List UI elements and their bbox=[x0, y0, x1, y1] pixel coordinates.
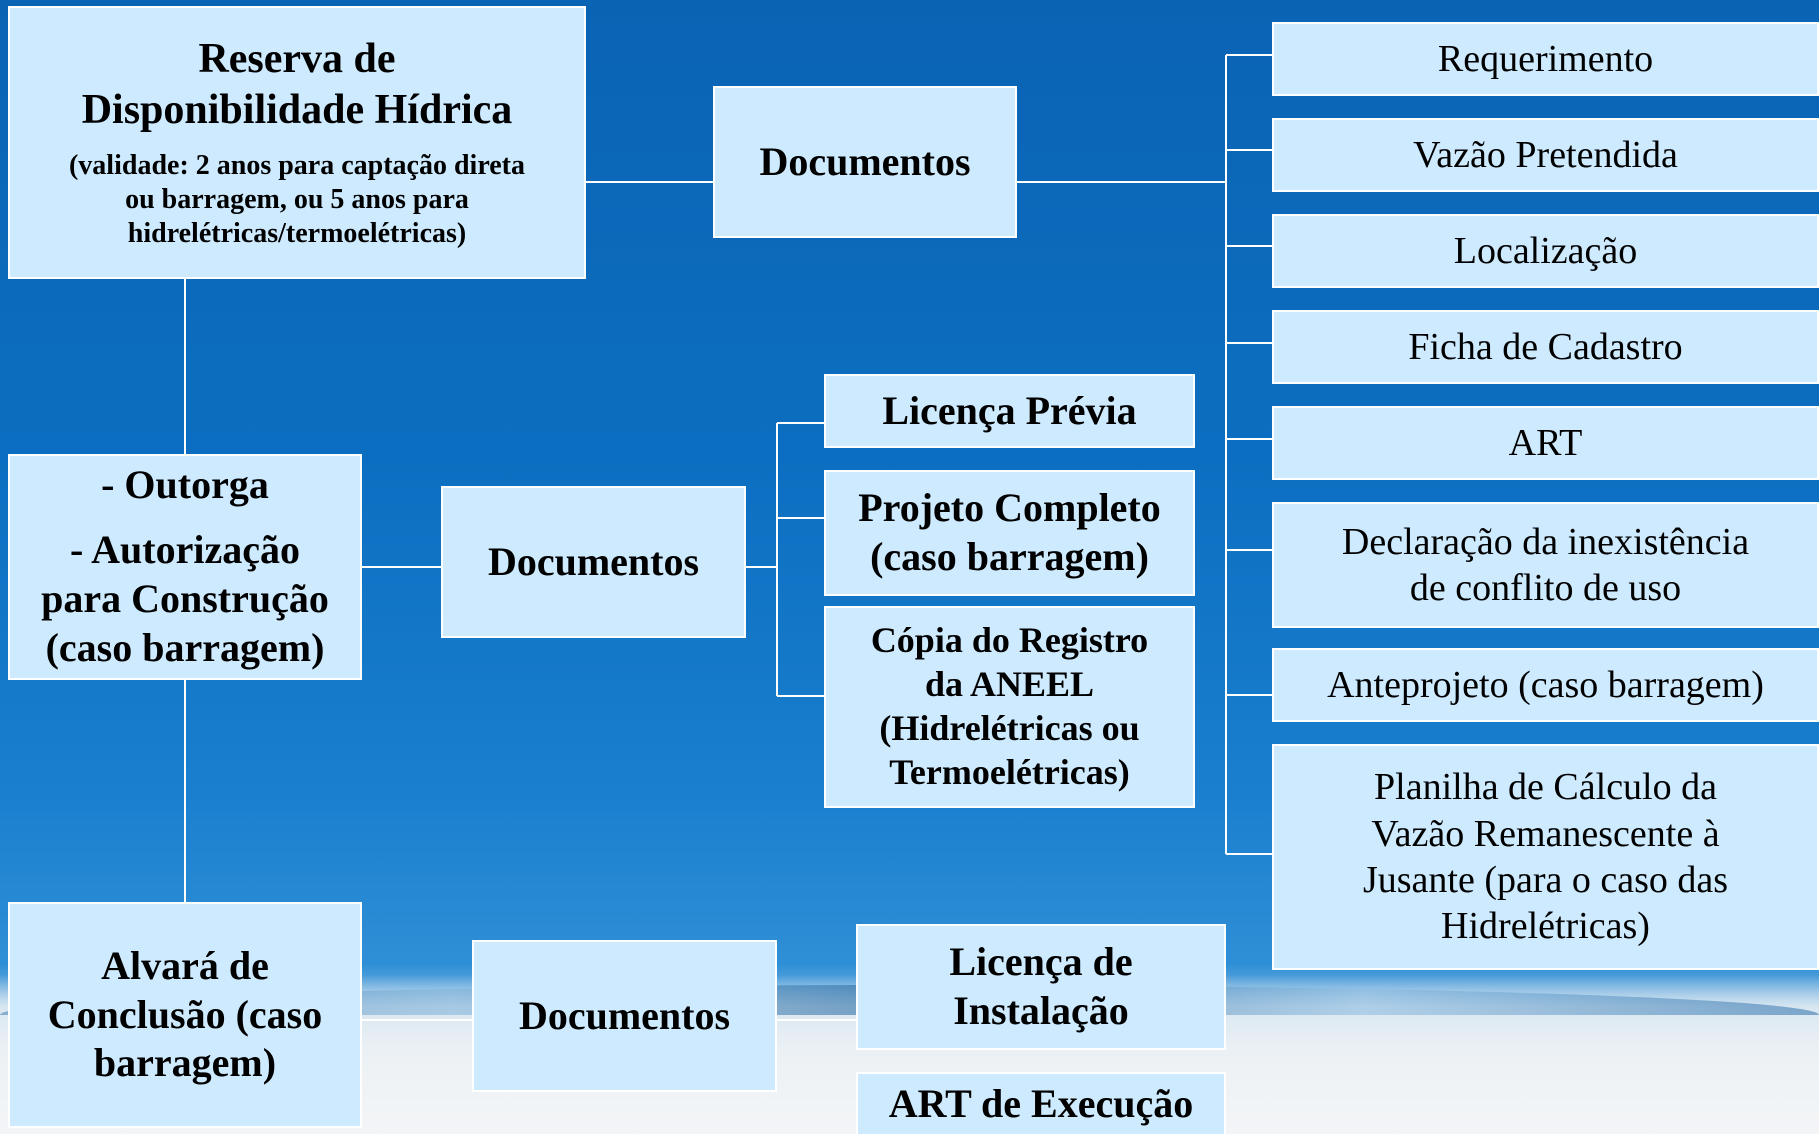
doc-anteprojeto: Anteprojeto (caso barragem) bbox=[1272, 648, 1819, 722]
outorga-line1: - Outorga bbox=[101, 462, 269, 508]
documents-top-label: Documentos bbox=[759, 138, 971, 184]
doc-localizacao-label: Localização bbox=[1453, 229, 1638, 272]
doc-declaracao-line2: de conflito de uso bbox=[1409, 567, 1682, 609]
doc-licenca-previa-label: Licença Prévia bbox=[882, 387, 1137, 433]
reserva-disponibilidade-box: Reserva de Disponibilidade Hídrica (vali… bbox=[8, 6, 586, 279]
doc-art: ART bbox=[1272, 406, 1819, 480]
doc-art-execucao-label: ART de Execução bbox=[888, 1080, 1194, 1126]
reserva-title-line1: Reserva de bbox=[198, 36, 396, 83]
doc-art-label: ART bbox=[1508, 421, 1583, 464]
doc-copia-line1: Cópia do Registro bbox=[870, 620, 1149, 661]
documents-middle-box: Documentos bbox=[441, 486, 746, 638]
doc-copia-registro-aneel: Cópia do Registro da ANEEL (Hidrelétrica… bbox=[824, 606, 1195, 808]
alvara-line3: barragem) bbox=[93, 1040, 277, 1086]
outorga-line2: - Autorização bbox=[70, 527, 300, 573]
doc-copia-line3: (Hidrelétricas ou bbox=[879, 708, 1140, 748]
outorga-line4: (caso barragem) bbox=[45, 624, 325, 670]
doc-planilha-line4: Hidrelétricas) bbox=[1441, 905, 1650, 948]
reserva-note-line3: hidrelétricas/termoelétricas) bbox=[127, 217, 467, 249]
reserva-title-line2: Disponibilidade Hídrica bbox=[81, 87, 513, 134]
doc-copia-line4: Termoelétricas) bbox=[889, 751, 1130, 792]
doc-licenca-previa: Licença Prévia bbox=[824, 374, 1195, 448]
doc-planilha-line2: Vazão Remanescente à bbox=[1371, 812, 1720, 855]
reserva-note-line2: ou barragem, ou 5 anos para bbox=[125, 183, 469, 215]
outorga-line3: para Construção bbox=[41, 576, 329, 621]
doc-vazao-label: Vazão Pretendida bbox=[1413, 133, 1678, 176]
doc-vazao-pretendida: Vazão Pretendida bbox=[1272, 118, 1819, 192]
alvara-line1: Alvará de bbox=[101, 942, 269, 988]
doc-planilha: Planilha de Cálculo da Vazão Remanescent… bbox=[1272, 744, 1819, 970]
doc-licenca-instalacao-line2: Instalação bbox=[953, 988, 1129, 1033]
documents-bottom-box: Documentos bbox=[472, 940, 777, 1092]
documents-bottom-label: Documentos bbox=[518, 992, 731, 1038]
outorga-box: - Outorga - Autorização para Construção … bbox=[8, 454, 362, 680]
doc-requerimento-label: Requerimento bbox=[1437, 37, 1654, 80]
doc-projeto-line1: Projeto Completo bbox=[858, 485, 1161, 531]
documents-top-box: Documentos bbox=[713, 86, 1017, 238]
doc-projeto-completo: Projeto Completo (caso barragem) bbox=[824, 470, 1195, 596]
doc-ficha-cadastro: Ficha de Cadastro bbox=[1272, 310, 1819, 384]
doc-requerimento: Requerimento bbox=[1272, 22, 1819, 96]
doc-declaracao-line1: Declaração da inexistência bbox=[1341, 520, 1750, 563]
doc-licenca-instalacao-line1: Licença de bbox=[949, 939, 1133, 985]
doc-projeto-line2: (caso barragem) bbox=[870, 534, 1149, 579]
doc-planilha-line3: Jusante (para o caso das bbox=[1362, 859, 1729, 901]
doc-copia-line2: da ANEEL bbox=[924, 664, 1095, 705]
alvara-line2: Conclusão (caso bbox=[47, 991, 323, 1037]
doc-declaracao: Declaração da inexistência de conflito d… bbox=[1272, 502, 1819, 628]
documents-middle-label: Documentos bbox=[487, 538, 700, 584]
doc-licenca-instalacao: Licença de Instalação bbox=[856, 924, 1226, 1050]
doc-localizacao: Localização bbox=[1272, 214, 1819, 288]
doc-anteprojeto-label: Anteprojeto (caso barragem) bbox=[1327, 663, 1764, 706]
doc-ficha-label: Ficha de Cadastro bbox=[1408, 325, 1683, 368]
alvara-box: Alvará de Conclusão (caso barragem) bbox=[8, 902, 362, 1128]
doc-art-execucao: ART de Execução bbox=[856, 1072, 1226, 1134]
doc-planilha-line1: Planilha de Cálculo da bbox=[1374, 766, 1717, 809]
reserva-note-line1: (validade: 2 anos para captação direta bbox=[68, 149, 526, 181]
